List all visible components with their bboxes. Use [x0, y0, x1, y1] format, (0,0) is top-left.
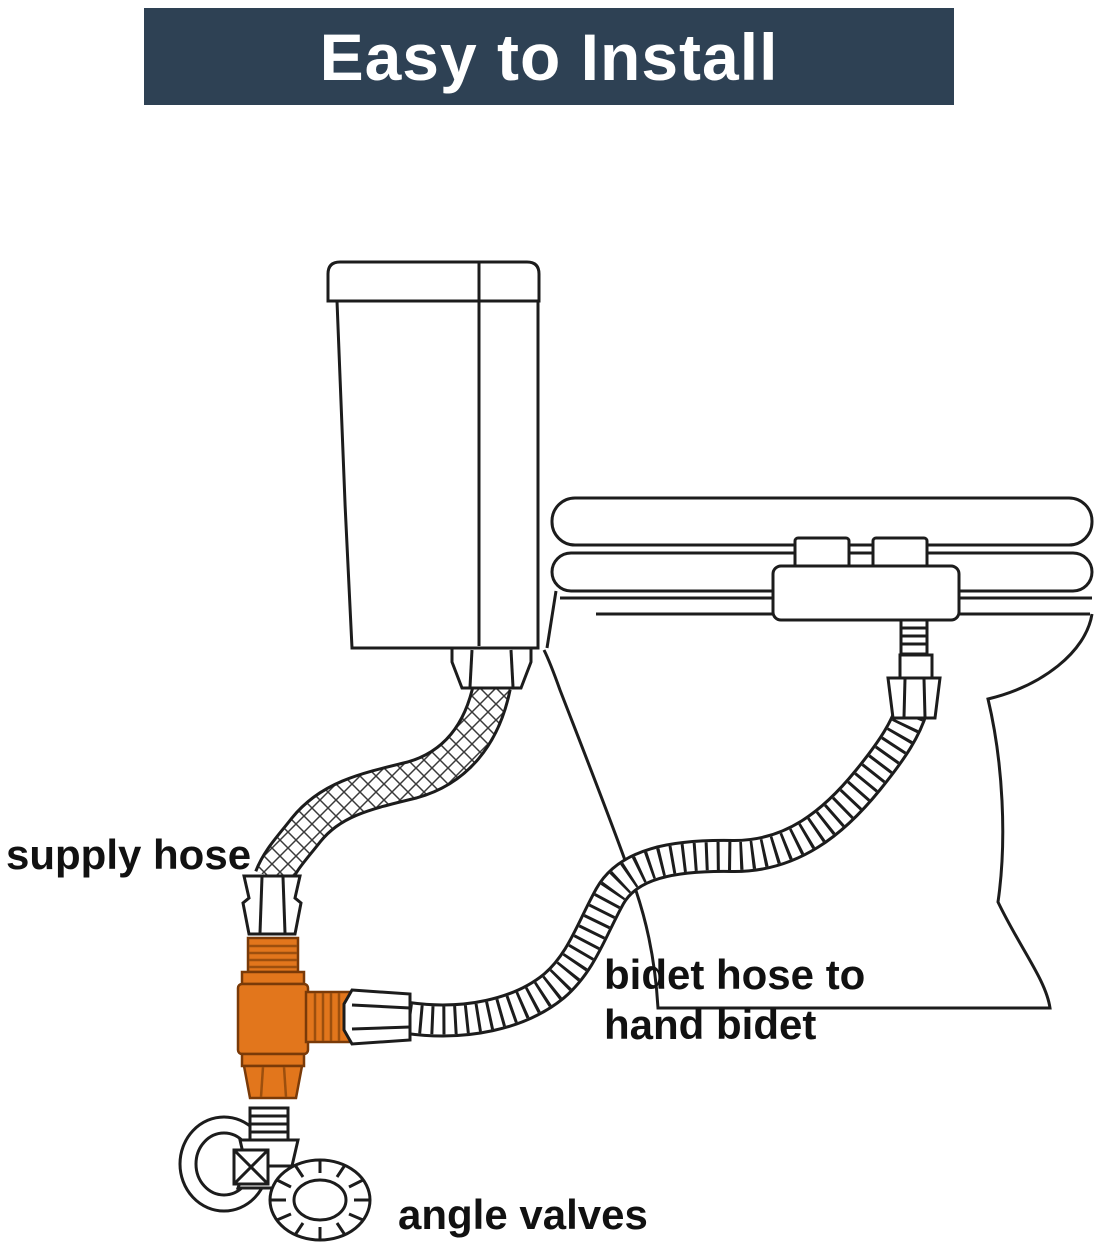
label-bidet-hose-line1: bidet hose to — [604, 951, 866, 998]
bowl-outline — [542, 613, 1094, 1010]
toilet-bowl — [542, 613, 1094, 1010]
tank-inlet-nut — [450, 646, 533, 690]
tank-body — [335, 299, 540, 650]
bidet-knob-left — [793, 536, 851, 570]
bidet-hose-ribs — [406, 703, 926, 1035]
seat-hinge-line — [545, 590, 558, 649]
t-valve-collar-top — [240, 970, 306, 986]
t-adapter-valve — [236, 936, 352, 1100]
label-bidet-hose-line2: hand bidet — [604, 1001, 817, 1049]
bidet-hose — [405, 702, 929, 1038]
label-angle-valves: angle valves — [398, 1191, 648, 1238]
label-supply-hose: supply hose — [6, 831, 252, 878]
angle-valve — [178, 1106, 372, 1242]
supply-hose-nut — [241, 874, 303, 936]
supply-hose — [254, 681, 512, 887]
valve-handle-hub — [292, 1178, 348, 1222]
title-banner: Easy to Install — [144, 8, 954, 105]
t-valve-collar-bottom — [240, 1052, 306, 1068]
t-valve-bottom-nut — [242, 1064, 304, 1100]
supply-hose-braid — [257, 682, 509, 885]
t-valve-body — [236, 982, 310, 1056]
bidet-control-body — [771, 564, 961, 622]
toilet-tank — [326, 260, 541, 650]
bidet-hose-nut-right — [886, 653, 942, 720]
label-bidet-hose: bidet hose to hand bidet — [604, 950, 865, 1051]
bidet-knob-right — [871, 536, 929, 570]
page-title: Easy to Install — [319, 19, 779, 94]
bidet-attachment — [771, 536, 961, 656]
bidet-hose-nut-left — [342, 988, 412, 1046]
tank-lid — [326, 260, 541, 303]
